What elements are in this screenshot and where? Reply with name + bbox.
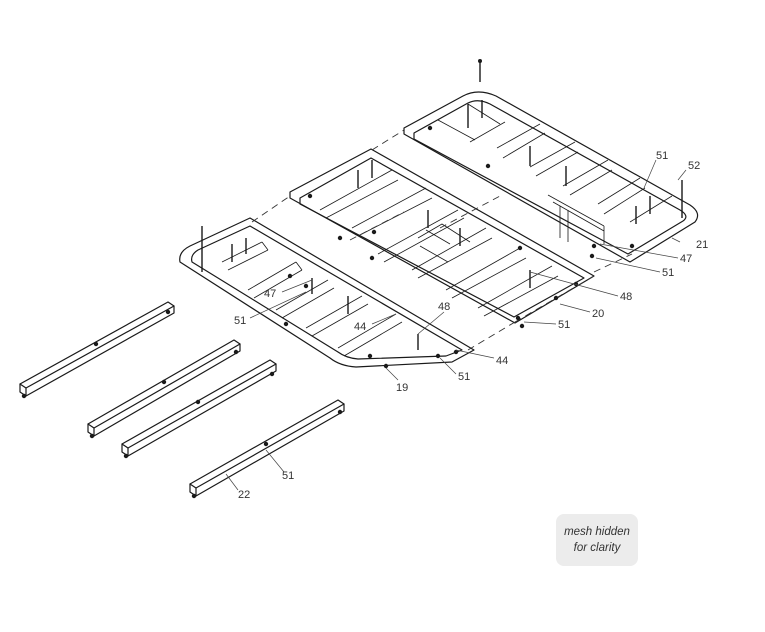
callout-label: 20 [592,308,604,320]
callout-label: 19 [396,382,408,394]
fastener-dots [21,125,635,499]
rail-upper-left [19,301,175,397]
callout-label: 51 [234,315,246,327]
rail-part-22 [189,399,345,497]
rail-third [121,359,277,457]
rail-second [87,339,241,437]
alignment-lines [251,129,633,351]
callout-label: 47 [680,253,692,265]
callout-label: 51 [558,319,570,331]
leader-lines [225,159,687,491]
callout-label: 21 [696,239,708,251]
callout-label: 44 [354,321,366,333]
note-box: mesh hidden for clarity [556,514,638,566]
callout-label: 47 [264,288,276,300]
note-line-2: for clarity [573,542,621,554]
frame-part-19 [179,217,475,368]
callout-label: 48 [620,291,632,303]
callout-labels: 51 52 21 47 51 48 20 51 47 51 48 44 44 5… [234,150,708,501]
callout-label: 51 [662,267,674,279]
frame-part-21 [403,91,699,263]
callout-label: 51 [282,470,294,482]
callout-label: 52 [688,160,700,172]
frame-part-20 [289,148,595,324]
note-line-1: mesh hidden [564,526,630,538]
callout-label: 44 [496,355,508,367]
callout-label: 48 [438,301,450,313]
callout-label: 51 [656,150,668,162]
callout-label: 22 [238,489,250,501]
bolts [201,59,683,350]
callout-label: 51 [458,371,470,383]
